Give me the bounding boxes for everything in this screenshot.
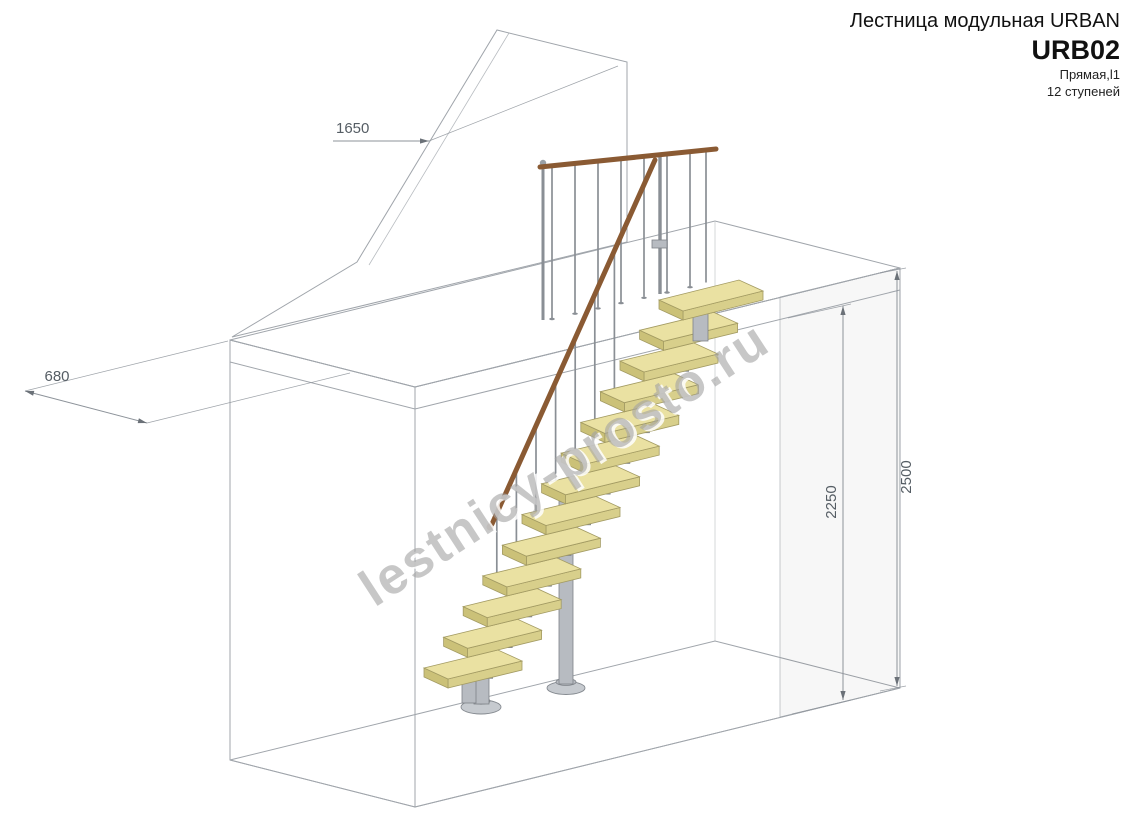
handrail [486,146,719,531]
dimension-680: 680 [24,340,351,424]
dim-extension [787,303,852,319]
wall-face [231,29,628,338]
handrail-incline [489,157,658,527]
platform-slab-left [229,339,416,410]
platform-slab-right [414,267,901,410]
arrow-up-icon [840,306,846,315]
baluster-foot [549,317,555,321]
dim-extension [879,267,907,274]
dimension-2250: 2250 [787,303,852,715]
wall [231,29,628,338]
dim-extension [146,372,351,424]
dim-line [24,390,148,424]
dim-label-2250: 2250 [823,485,840,518]
baluster-foot [641,296,647,299]
arrow-up-icon [894,271,900,280]
handrail-end-curl [486,523,494,531]
dim-label-680: 680 [44,368,69,385]
handrail-landing [537,146,719,170]
stair-type: Прямая,l1 [1059,67,1120,82]
landing-board-top [657,279,765,312]
product-line: Лестница модульная URBAN [849,10,1120,32]
model-code: URB02 [1031,35,1120,65]
dim-extension [791,699,852,715]
baluster-foot [595,307,601,310]
arrow-left-icon [25,390,35,396]
dim-extension [879,685,907,692]
arrow-right-icon [137,418,147,424]
treads [422,250,739,689]
rail-post-bracket [651,239,668,249]
arrow-down-icon [840,691,846,700]
dim-extension [428,65,619,142]
dim-extension [24,340,229,392]
arrow-down-icon [894,677,900,686]
step-count: 12 ступеней [1046,84,1120,99]
landing-board [657,279,765,342]
dimension-2500: 2500 [879,267,915,692]
title-block: Лестница модульная URBAN URB02 Прямая,l1… [850,8,1120,100]
room-right-inner-panel [779,267,901,718]
arrow-right-icon [420,138,429,144]
baluster-foot [572,312,578,315]
wall-thickness-edge [368,32,510,266]
baluster-foot [664,291,670,294]
dim-label-1650: 1650 [336,120,369,137]
staircase [422,146,765,715]
baluster-foot [618,301,624,305]
baluster-foot [687,286,693,289]
platform [229,220,901,410]
dim-label-2500: 2500 [898,460,915,493]
dimension-1650: 1650 [333,65,619,144]
